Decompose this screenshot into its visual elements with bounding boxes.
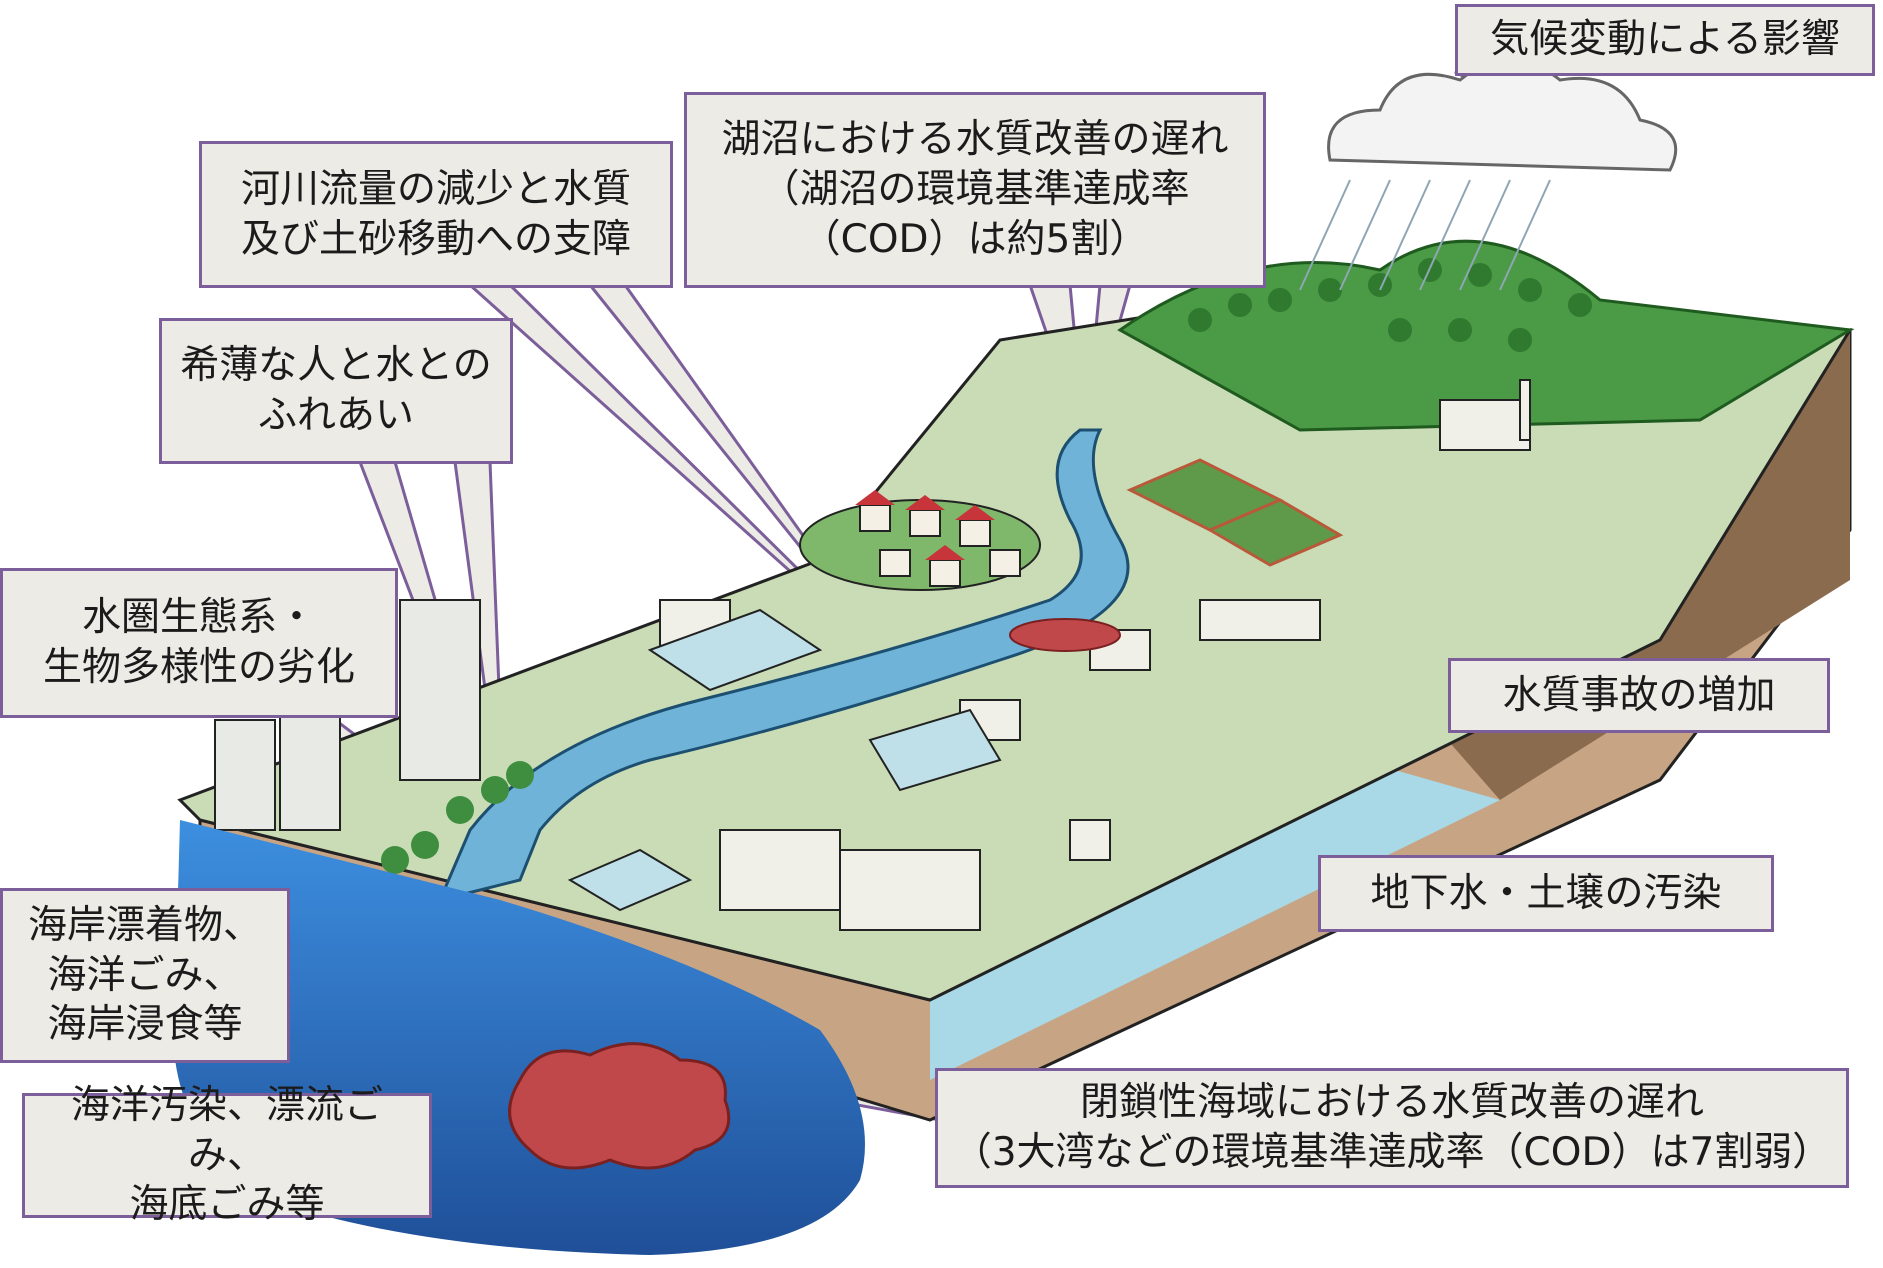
city-towers bbox=[214, 599, 481, 831]
sea-pollution bbox=[508, 1042, 731, 1170]
callout-lake-water-quality: 湖沼における水質改善の遅れ （湖沼の環境基準達成率 （COD）は約5割） bbox=[684, 92, 1266, 288]
callout-coastal-debris: 海岸漂着物、 海洋ごみ、 海岸浸食等 bbox=[0, 888, 290, 1063]
treatment-ponds bbox=[567, 608, 1002, 912]
houses bbox=[799, 490, 1041, 591]
trees-row bbox=[381, 761, 534, 874]
river-pollution bbox=[1009, 618, 1121, 652]
callout-river-flow: 河川流量の減少と水質 及び土砂移動への支障 bbox=[199, 141, 673, 288]
callout-ecosystem-degradation: 水圏生態系・ 生物多様性の劣化 bbox=[0, 568, 398, 718]
river bbox=[437, 428, 1130, 903]
callout-closed-sea-water-quality: 閉鎖性海域における水質改善の遅れ （3大湾などの環境基準達成率（COD）は7割弱… bbox=[935, 1068, 1849, 1188]
callout-water-accidents: 水質事故の増加 bbox=[1448, 658, 1830, 733]
farm-fields bbox=[1126, 458, 1344, 567]
callout-human-water-contact: 希薄な人と水との ふれあい bbox=[159, 318, 513, 464]
callout-ocean-pollution: 海洋汚染、漂流ごみ、 海底ごみ等 bbox=[22, 1083, 432, 1227]
callout-groundwater-contamination: 地下水・土壌の汚染 bbox=[1318, 855, 1774, 932]
forest-hills bbox=[1117, 239, 1855, 432]
callout-climate-change: 気候変動による影響 bbox=[1455, 4, 1875, 76]
